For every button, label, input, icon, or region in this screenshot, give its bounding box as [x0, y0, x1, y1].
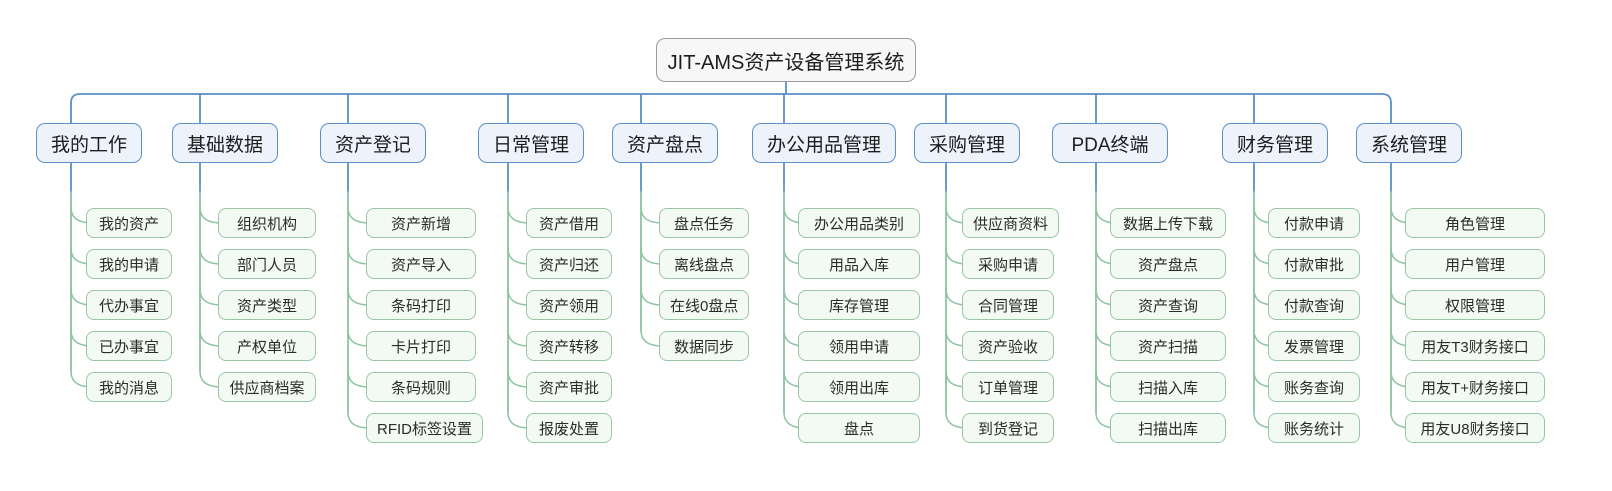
leaf-node-9-6[interactable]: 账务统计 — [1268, 413, 1360, 443]
leaf-node-7-4[interactable]: 资产验收 — [962, 331, 1054, 361]
leaf-node-4-3[interactable]: 资产领用 — [526, 290, 612, 320]
leaf-node-3-4[interactable]: 卡片打印 — [366, 331, 476, 361]
leaf-node-9-4[interactable]: 发票管理 — [1268, 331, 1360, 361]
leaf-node-6-6[interactable]: 盘点 — [798, 413, 920, 443]
leaf-node-7-3[interactable]: 合同管理 — [962, 290, 1054, 320]
branch-node-7[interactable]: 采购管理 — [914, 123, 1021, 163]
leaf-node-9-1[interactable]: 付款申请 — [1268, 208, 1360, 238]
branch-node-9[interactable]: 财务管理 — [1222, 123, 1329, 163]
leaf-node-4-4[interactable]: 资产转移 — [526, 331, 612, 361]
leaf-node-6-4[interactable]: 领用申请 — [798, 331, 920, 361]
leaf-node-6-3[interactable]: 库存管理 — [798, 290, 920, 320]
leaf-node-2-4[interactable]: 产权单位 — [218, 331, 316, 361]
leaf-node-8-6[interactable]: 扫描出库 — [1110, 413, 1226, 443]
leaf-node-3-1[interactable]: 资产新增 — [366, 208, 476, 238]
leaf-node-8-3[interactable]: 资产查询 — [1110, 290, 1226, 320]
branch-node-3[interactable]: 资产登记 — [320, 123, 427, 163]
branch-node-4[interactable]: 日常管理 — [478, 123, 585, 163]
leaf-node-3-3[interactable]: 条码打印 — [366, 290, 476, 320]
leaf-node-5-3[interactable]: 在线0盘点 — [659, 290, 750, 320]
leaf-node-2-3[interactable]: 资产类型 — [218, 290, 316, 320]
leaf-node-10-6[interactable]: 用友U8财务接口 — [1405, 413, 1545, 443]
leaf-node-6-1[interactable]: 办公用品类别 — [798, 208, 920, 238]
leaf-node-4-2[interactable]: 资产归还 — [526, 249, 612, 279]
leaf-node-2-1[interactable]: 组织机构 — [218, 208, 316, 238]
leaf-node-4-1[interactable]: 资产借用 — [526, 208, 612, 238]
branch-node-5[interactable]: 资产盘点 — [612, 123, 719, 163]
leaf-node-8-1[interactable]: 数据上传下载 — [1110, 208, 1226, 238]
branch-node-1[interactable]: 我的工作 — [36, 123, 143, 163]
branch-node-2[interactable]: 基础数据 — [172, 123, 279, 163]
leaf-node-5-2[interactable]: 离线盘点 — [659, 249, 749, 279]
leaf-node-10-3[interactable]: 权限管理 — [1405, 290, 1545, 320]
leaf-node-1-2[interactable]: 我的申请 — [86, 249, 172, 279]
leaf-node-9-3[interactable]: 付款查询 — [1268, 290, 1360, 320]
leaf-node-6-2[interactable]: 用品入库 — [798, 249, 920, 279]
branch-node-6[interactable]: 办公用品管理 — [752, 123, 897, 163]
leaf-node-7-2[interactable]: 采购申请 — [962, 249, 1054, 279]
root-node[interactable]: JIT-AMS资产设备管理系统 — [656, 38, 916, 82]
leaf-node-3-2[interactable]: 资产导入 — [366, 249, 476, 279]
leaf-node-5-4[interactable]: 数据同步 — [659, 331, 749, 361]
leaf-node-2-2[interactable]: 部门人员 — [218, 249, 316, 279]
leaf-node-2-5[interactable]: 供应商档案 — [218, 372, 316, 402]
leaf-node-10-1[interactable]: 角色管理 — [1405, 208, 1545, 238]
leaf-node-10-2[interactable]: 用户管理 — [1405, 249, 1545, 279]
leaf-node-9-5[interactable]: 账务查询 — [1268, 372, 1360, 402]
leaf-node-4-5[interactable]: 资产审批 — [526, 372, 612, 402]
leaf-node-7-5[interactable]: 订单管理 — [962, 372, 1054, 402]
leaf-node-1-4[interactable]: 已办事宜 — [86, 331, 172, 361]
leaf-node-3-6[interactable]: RFID标签设置 — [366, 413, 483, 443]
leaf-node-7-1[interactable]: 供应商资料 — [962, 208, 1060, 238]
leaf-node-3-5[interactable]: 条码规则 — [366, 372, 476, 402]
branch-node-10[interactable]: 系统管理 — [1356, 123, 1463, 163]
leaf-node-9-2[interactable]: 付款审批 — [1268, 249, 1360, 279]
leaf-node-5-1[interactable]: 盘点任务 — [659, 208, 749, 238]
leaf-node-10-4[interactable]: 用友T3财务接口 — [1405, 331, 1545, 361]
leaf-node-1-5[interactable]: 我的消息 — [86, 372, 172, 402]
branch-node-8[interactable]: PDA终端 — [1052, 123, 1168, 163]
leaf-node-8-2[interactable]: 资产盘点 — [1110, 249, 1226, 279]
leaf-node-7-6[interactable]: 到货登记 — [962, 413, 1054, 443]
leaf-node-1-3[interactable]: 代办事宜 — [86, 290, 172, 320]
leaf-node-6-5[interactable]: 领用出库 — [798, 372, 920, 402]
leaf-node-8-4[interactable]: 资产扫描 — [1110, 331, 1226, 361]
leaf-node-1-1[interactable]: 我的资产 — [86, 208, 172, 238]
leaf-node-10-5[interactable]: 用友T+财务接口 — [1405, 372, 1545, 402]
leaf-node-8-5[interactable]: 扫描入库 — [1110, 372, 1226, 402]
leaf-node-4-6[interactable]: 报废处置 — [526, 413, 612, 443]
